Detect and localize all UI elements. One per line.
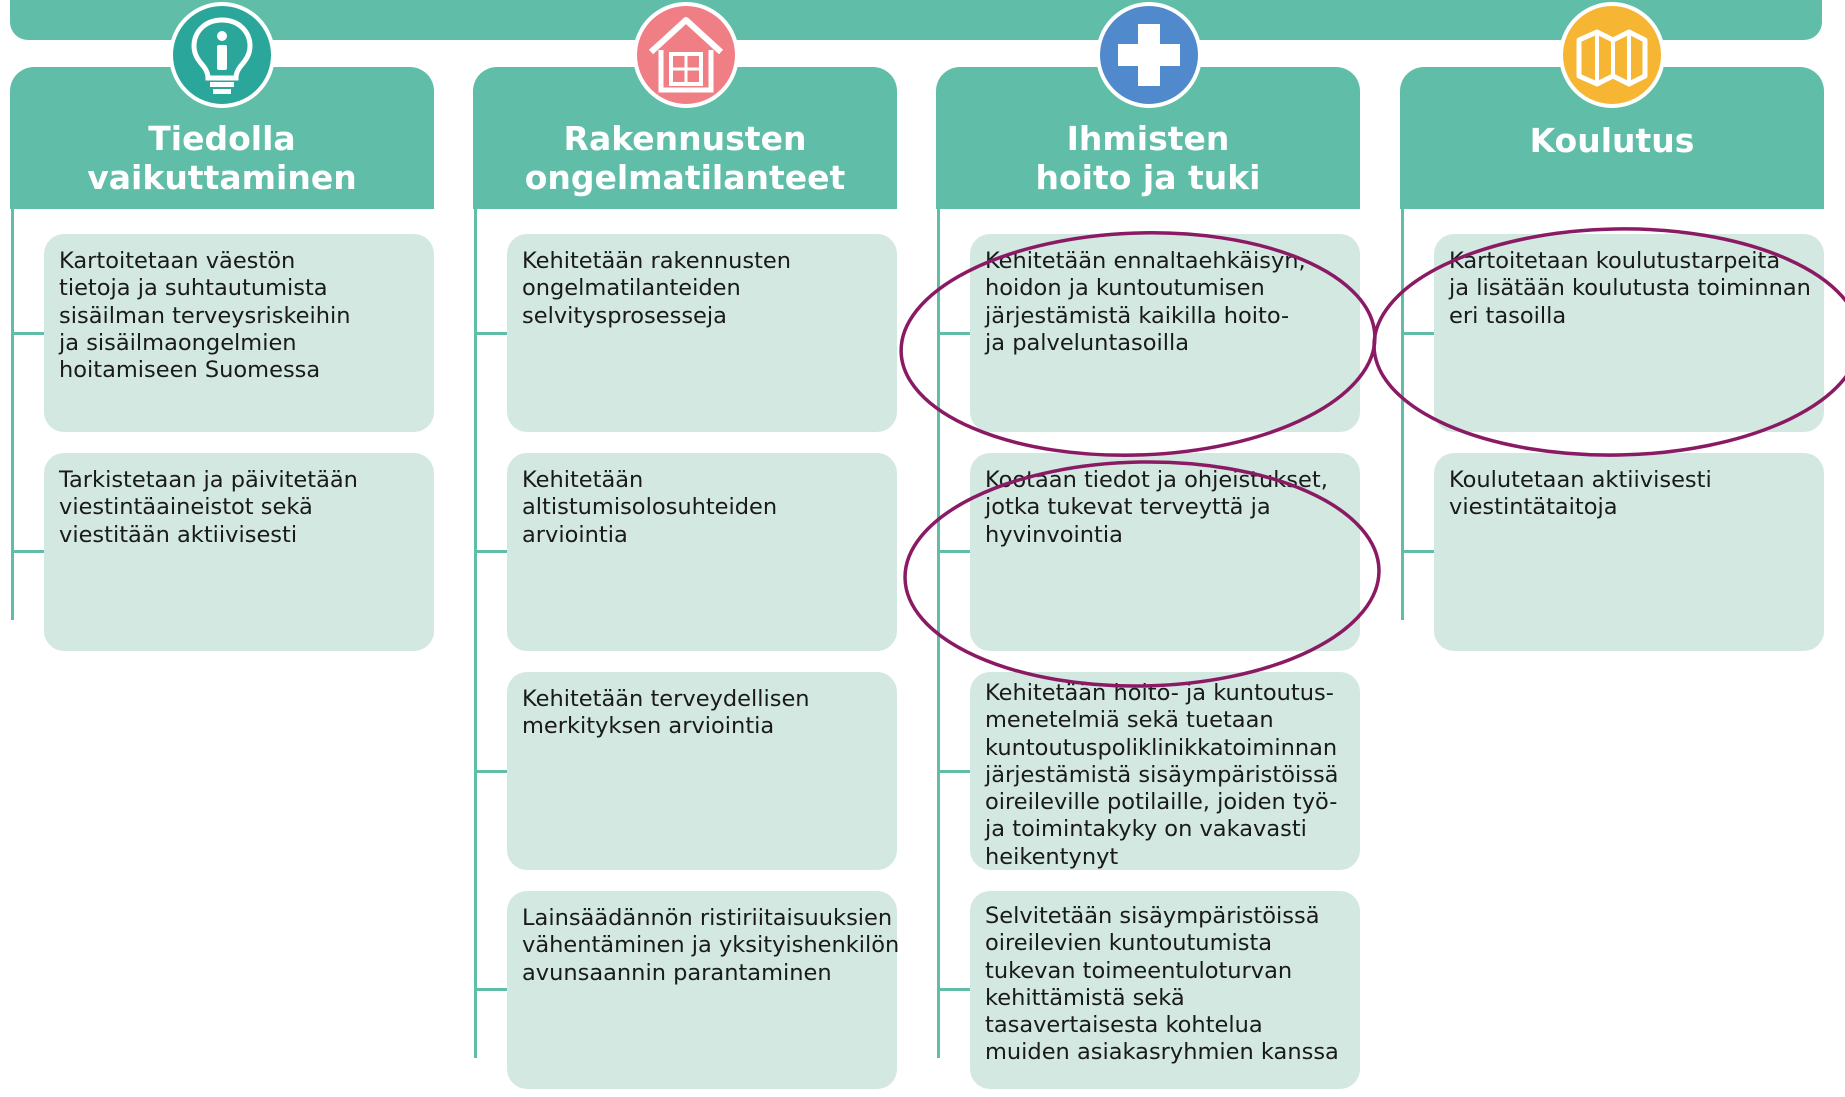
medical-cross-icon	[1096, 2, 1202, 108]
item-text-line: oireilevien kuntoutumista	[985, 930, 1273, 957]
item-box: Kehitetään altistumisolosuhteiden arvioi…	[507, 453, 897, 651]
item-text-line: järjestämistä kaikilla hoito-	[985, 302, 1290, 329]
item-text-line: viestintäaineistot sekä	[59, 494, 313, 521]
column-title-line: vaikuttaminen	[87, 158, 357, 197]
item-text-line: tukevan toimeentuloturvan	[985, 957, 1293, 984]
item-text-line: Lainsäädännön ristiriitaisuuksien	[522, 905, 893, 931]
item-text-line: muiden asiakasryhmien kanssa	[985, 1039, 1339, 1066]
item-text-line: Kehitetään rakennusten	[522, 248, 792, 274]
item-text-line: kuntoutuspoliklinikkatoiminnan	[985, 734, 1338, 761]
item-text-line: Koulutetaan aktiivisesti	[1449, 467, 1712, 493]
item-text-line: sisäilman terveysriskeihin	[59, 302, 351, 329]
item-text-line: hyvinvointia	[985, 521, 1123, 548]
item-box: Lainsäädännön ristiriitaisuuksien vähent…	[507, 891, 900, 1089]
item-text-line: Kehitetään hoito- ja kuntoutus-	[985, 680, 1334, 706]
item-text-line: Kehitetään ennaltaehkäisyn,	[985, 248, 1306, 274]
item-text-line: kehittämistä sekä	[985, 984, 1185, 1011]
item-text-line: tasavertaisesta kohtelua	[985, 1012, 1263, 1039]
item-text-line: eri tasoilla	[1449, 302, 1567, 329]
top-connector-bar	[10, 0, 1822, 40]
item-text-line: Tarkistetaan ja päivitetään	[59, 467, 358, 493]
item-connector	[475, 332, 509, 335]
column-connector-line	[474, 207, 477, 1058]
item-text-line: hoidon ja kuntoutumisen	[985, 275, 1265, 302]
item-box: Kehitetään rakennusten ongelmatilanteide…	[507, 234, 897, 432]
item-connector	[12, 550, 46, 553]
item-connector	[1402, 332, 1436, 335]
item-box: Kehitetään ennaltaehkäisyn, hoidon ja ku…	[970, 234, 1360, 432]
item-text-line: ja lisätään koulutusta toiminnan	[1449, 275, 1811, 302]
item-text-line: menetelmiä sekä tuetaan	[985, 707, 1274, 734]
item-box: Kehitetään hoito- ja kuntoutus- menetelm…	[970, 672, 1360, 870]
item-connector	[938, 332, 972, 335]
item-text-line: viestitään aktiivisesti	[59, 521, 298, 548]
item-text-line: tietoja ja suhtautumista	[59, 275, 328, 302]
item-text-line: Kartoitetaan väestön	[59, 248, 296, 274]
column-title-line: Tiedolla	[148, 119, 296, 158]
item-box: Tarkistetaan ja päivitetään viestintäain…	[44, 453, 434, 651]
item-text-line: jotka tukevat terveyttä ja	[985, 494, 1271, 521]
item-text-line: ja sisäilmaongelmien	[59, 329, 297, 356]
item-text-line: ongelmatilanteiden	[522, 275, 741, 302]
column-title-line: Rakennusten	[563, 119, 807, 158]
item-connector	[12, 332, 46, 335]
item-box: Koulutetaan aktiivisesti viestintätaitoj…	[1434, 453, 1824, 651]
column-ihmisten-hoito-ja-tuki: Ihmisten hoito ja tuki Kehitetään ennalt…	[936, 67, 1360, 1097]
item-text-line: viestintätaitoja	[1449, 494, 1618, 521]
item-text-line: Kootaan tiedot ja ohjeistukset,	[985, 467, 1328, 493]
item-text-line: Kehitetään terveydellisen	[522, 686, 810, 712]
item-text-line: hoitamiseen Suomessa	[59, 357, 321, 384]
column-title-line: Koulutus	[1529, 121, 1695, 160]
item-connector	[475, 988, 509, 991]
item-text-line: Kehitetään	[522, 467, 644, 493]
item-text-line: avunsaannin parantaminen	[522, 959, 832, 986]
lightbulb-info-icon	[169, 2, 275, 108]
item-text-line: Kartoitetaan koulutustarpeita	[1449, 248, 1781, 274]
item-text-line: merkityksen arviointia	[522, 713, 775, 740]
item-text-line: altistumisolosuhteiden	[522, 494, 778, 521]
column-connector-line	[1401, 207, 1404, 620]
column-tiedolla-vaikuttaminen: Tiedolla vaikuttaminen Kartoitetaan väes…	[10, 67, 434, 1097]
item-text-line: ja toimintakyky on vakavasti	[985, 816, 1307, 843]
item-text-line: ja palveluntasoilla	[985, 329, 1190, 356]
item-box: Kehitetään terveydellisen merkityksen ar…	[507, 672, 897, 870]
column-koulutus: Koulutus Kartoitetaan koulutustarpeita j…	[1400, 67, 1824, 1097]
item-text-line: arviointia	[522, 521, 628, 548]
item-box: Kartoitetaan koulutustarpeita ja lisätää…	[1434, 234, 1824, 432]
column-title-line: hoito ja tuki	[1035, 158, 1261, 197]
house-icon	[633, 2, 739, 108]
item-text-line: järjestämistä sisäympäristöissä	[985, 761, 1339, 788]
map-icon	[1559, 2, 1665, 108]
item-text-line: oireileville potilaille, joiden työ-	[985, 789, 1338, 816]
item-connector	[938, 770, 972, 773]
item-box: Selvitetään sisäympäristöissä oireilevie…	[970, 891, 1360, 1089]
item-box: Kootaan tiedot ja ohjeistukset, jotka tu…	[970, 453, 1360, 651]
item-connector	[1402, 550, 1436, 553]
column-connector-line	[11, 207, 14, 620]
column-title-line: ongelmatilanteet	[524, 158, 846, 197]
item-box: Kartoitetaan väestön tietoja ja suhtautu…	[44, 234, 434, 432]
item-text-line: Selvitetään sisäympäristöissä	[985, 903, 1320, 929]
column-title-line: Ihmisten	[1066, 119, 1230, 158]
item-connector	[938, 550, 972, 553]
column-rakennusten-ongelmatilanteet: Rakennusten ongelmatilanteet Kehitetään …	[473, 67, 900, 1097]
item-connector	[938, 988, 972, 991]
item-connector	[475, 550, 509, 553]
item-connector	[475, 770, 509, 773]
item-text-line: heikentynyt	[985, 843, 1119, 870]
item-text-line: selvitysprosesseja	[522, 302, 727, 329]
item-text-line: vähentäminen ja yksityishenkilön	[522, 932, 900, 959]
